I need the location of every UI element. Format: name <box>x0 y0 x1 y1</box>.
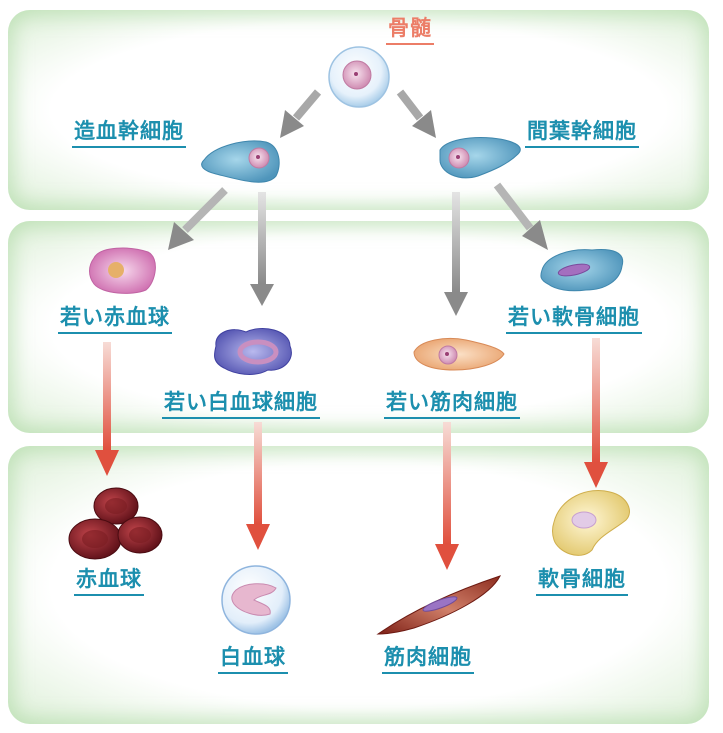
red-arrows <box>95 338 608 570</box>
young-muscle-cell-label: 若い筋肉細胞 <box>384 389 520 419</box>
young-red-blood-cell-label: 若い赤血球 <box>58 304 172 334</box>
red-blood-cell-label: 赤血球 <box>74 566 144 596</box>
muscle-cell-image <box>376 575 501 635</box>
white-blood-cell-label: 白血球 <box>218 644 288 674</box>
hematopoietic-stem-cell-label: 造血幹細胞 <box>72 118 186 148</box>
band-bone-marrow <box>8 10 709 210</box>
arrow-young-rbc-to-rbc <box>95 342 119 476</box>
red-blood-cells-image <box>68 487 163 560</box>
gray-arrows <box>168 89 548 316</box>
arrow-marrow-to-hsc <box>280 89 322 138</box>
bone-marrow-title: 骨髄 <box>386 15 434 45</box>
arrow-young-cartilage-to-cartilage <box>584 338 608 488</box>
young-red-blood-cell-image <box>89 247 156 294</box>
arrow-hsc-to-young-rbc <box>168 187 228 250</box>
cartilage-cell-label: 軟骨細胞 <box>536 566 628 596</box>
arrow-young-wbc-to-wbc <box>246 422 270 550</box>
stem-cell-image <box>328 46 390 108</box>
cartilage-cell-image <box>552 490 630 556</box>
white-blood-cell-image <box>221 565 291 635</box>
arrow-young-muscle-to-muscle <box>435 422 459 570</box>
hematopoietic-stem-cell-image <box>201 140 280 183</box>
muscle-cell-label: 筋肉細胞 <box>382 644 474 674</box>
arrow-marrow-to-msc <box>396 89 436 138</box>
mesenchymal-stem-cell-label: 間葉幹細胞 <box>525 118 639 148</box>
mesenchymal-stem-cell-image <box>439 137 521 179</box>
arrow-hsc-to-young-wbc <box>250 192 274 306</box>
young-white-blood-cell-image <box>213 328 292 375</box>
arrow-msc-to-young-cartilage <box>493 182 548 250</box>
young-cartilage-cell-image <box>540 249 624 292</box>
young-muscle-cell-image <box>413 338 505 371</box>
arrow-msc-to-young-muscle <box>444 192 468 316</box>
young-cartilage-cell-label: 若い軟骨細胞 <box>506 304 642 334</box>
young-white-blood-cell-label: 若い白血球細胞 <box>162 389 320 419</box>
